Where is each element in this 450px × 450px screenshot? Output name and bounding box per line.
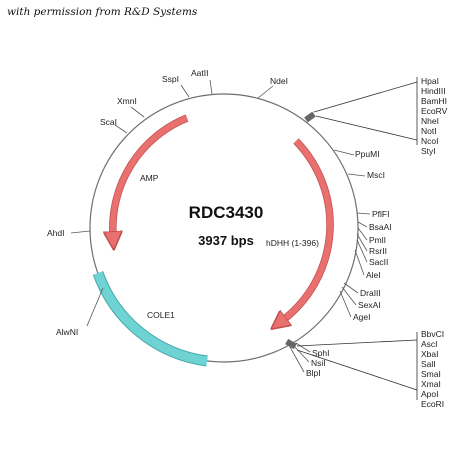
site-alwni: AlwNI: [56, 327, 78, 337]
site-aatii: AatII: [191, 68, 208, 78]
mcs-site-apoi: ApoI: [421, 389, 439, 399]
site-ndei: NdeI: [270, 76, 288, 86]
plasmid-name: RDC3430: [189, 203, 264, 222]
site-sexai: SexAI: [358, 300, 381, 310]
site-scai: ScaI: [100, 117, 117, 127]
site-agei: AgeI: [353, 312, 371, 322]
site-xmni: XmnI: [117, 96, 137, 106]
mcs-site-ecorv: EcoRV: [421, 106, 448, 116]
site-blpi: BlpI: [306, 368, 321, 378]
mcs-site-xmai: XmaI: [421, 379, 441, 389]
mcs-lower-connector: [285, 332, 418, 400]
site-nsii: NsiI: [311, 358, 326, 368]
amp-arrow: [113, 115, 189, 235]
permission-credit: with permission from R&D Systems: [7, 6, 198, 18]
site-bsaai: BsaAI: [369, 222, 392, 232]
site-pmli: PmlI: [369, 235, 386, 245]
cole1-label: COLE1: [147, 310, 175, 320]
mcs-site-bamhi: BamHI: [421, 96, 447, 106]
site-sacii: SacII: [369, 257, 388, 267]
site-ppumi: PpuMI: [355, 149, 380, 159]
mcs-site-asci: AscI: [421, 339, 438, 349]
site-sspi: SspI: [162, 74, 179, 84]
mcs-lower-list: BbvCI AscI XbaI SalI SmaI XmaI ApoI EcoR…: [421, 329, 444, 409]
site-draiii: DraIII: [360, 288, 381, 298]
mcs-site-hpai: HpaI: [421, 76, 439, 86]
mcs-site-ncoi: NcoI: [421, 136, 438, 146]
cole1-arc: [93, 271, 208, 366]
mcs-site-noti: NotI: [421, 126, 437, 136]
mcs-site-bbvci: BbvCI: [421, 329, 444, 339]
mcs-site-nhei: NheI: [421, 116, 439, 126]
site-rsrii: RsrII: [369, 246, 387, 256]
site-sphi: SphI: [312, 348, 330, 358]
site-msci: MscI: [367, 170, 385, 180]
mcs-site-hindiii: HindIII: [421, 86, 446, 96]
site-ticks: [70, 79, 371, 373]
mcs-upper-connector: [304, 77, 418, 145]
mcs-site-smai: SmaI: [421, 369, 441, 379]
mcs-site-sali: SalI: [421, 359, 436, 369]
mcs-site-styi: StyI: [421, 146, 436, 156]
plasmid-size: 3937 bps: [198, 233, 254, 248]
hdhh-arrow: [283, 138, 333, 320]
site-alei: AleI: [366, 270, 381, 280]
site-ahdi: AhdI: [47, 228, 65, 238]
site-pflfi: PflFI: [372, 209, 389, 219]
hdhh-label: hDHH (1-396): [266, 238, 319, 248]
amp-label: AMP: [140, 173, 159, 183]
mcs-upper-list: HpaI HindIII BamHI EcoRV NheI NotI NcoI …: [421, 76, 448, 156]
mcs-site-ecori: EcoRI: [421, 399, 444, 409]
mcs-site-xbai: XbaI: [421, 349, 439, 359]
